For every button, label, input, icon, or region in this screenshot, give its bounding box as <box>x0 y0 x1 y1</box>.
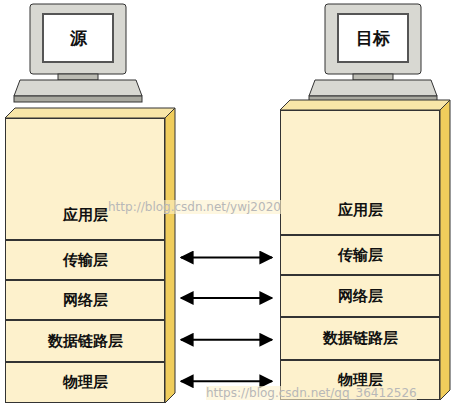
layer-box: 应用层 <box>5 118 165 240</box>
layer-label: 网络层 <box>63 291 108 310</box>
layer-label: 传输层 <box>338 246 383 265</box>
monitor-screen: 目标 <box>337 13 409 63</box>
layer-label: 数据链路层 <box>48 332 123 351</box>
peer-arrow <box>181 297 272 299</box>
layer-label: 数据链路层 <box>323 329 398 348</box>
layer-label: 目标 <box>356 27 390 50</box>
peer-arrow <box>181 339 272 341</box>
peer-arrow <box>181 380 272 382</box>
layer-label: 网络层 <box>338 287 383 306</box>
monitor-screen: 源 <box>42 13 114 63</box>
layer-box: 应用层 <box>280 110 440 235</box>
layer-box: 传输层 <box>5 240 165 280</box>
watermark: http://blog.csdn.net/ywj2020 <box>108 200 281 214</box>
layer-box: 网络层 <box>5 280 165 320</box>
layer-box: 数据链路层 <box>5 320 165 362</box>
layer-box: 数据链路层 <box>280 317 440 360</box>
layer-label: 应用层 <box>63 206 108 225</box>
layer-label: 源 <box>70 27 87 50</box>
stack-side <box>5 100 450 403</box>
layer-label: 物理层 <box>63 373 108 392</box>
layer-label: 传输层 <box>63 251 108 270</box>
watermark: https://blog.csdn.net/qq_36412526 <box>206 386 417 400</box>
computer-icon <box>14 4 142 102</box>
computer-icon <box>309 4 437 102</box>
layer-box: 物理层 <box>5 362 165 403</box>
layer-label: 应用层 <box>338 201 383 220</box>
peer-arrow <box>181 257 272 259</box>
layer-box: 传输层 <box>280 235 440 275</box>
layer-box: 网络层 <box>280 275 440 317</box>
